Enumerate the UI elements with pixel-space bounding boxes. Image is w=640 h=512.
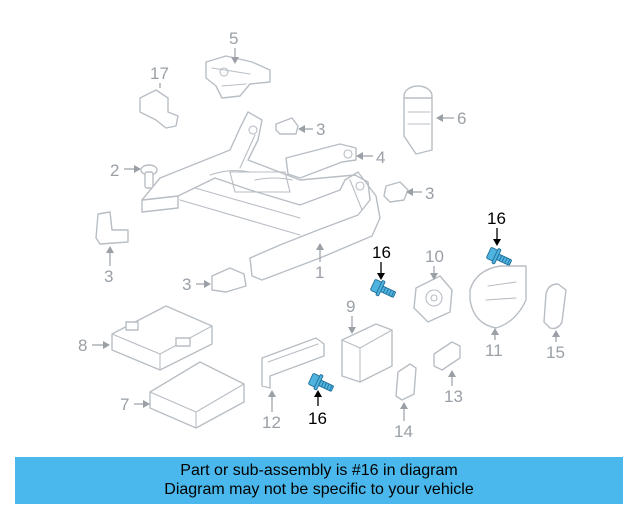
callout-3d: 3 [182, 275, 191, 294]
part-16-bolt-c [306, 370, 337, 397]
part-15-cover [543, 283, 567, 330]
part-3-bracket-left [95, 211, 129, 245]
part-8-control-unit [111, 305, 213, 371]
callout-5: 5 [229, 29, 238, 48]
part-3-bracket-lower [211, 267, 247, 293]
callout-2: 2 [110, 161, 119, 180]
callout-16b: 16 [487, 209, 506, 228]
part-7-module [149, 361, 245, 429]
part-10-switch [413, 275, 453, 323]
callout-12: 12 [262, 413, 281, 432]
part-9-switch-housing [341, 323, 393, 383]
callout-6: 6 [457, 109, 466, 128]
part-14-cap [395, 363, 417, 401]
part-16-bolt-a [368, 276, 399, 303]
part-12-trim [261, 337, 325, 389]
callout-11: 11 [485, 341, 503, 360]
part-5-recliner [205, 55, 271, 99]
banner-line-disclaimer: Diagram may not be specific to your vehi… [164, 481, 474, 498]
part-13-button [433, 341, 461, 371]
banner-line-part: Part or sub-assembly is #16 in diagram [180, 462, 458, 479]
callout-17: 17 [150, 64, 169, 83]
callout-1: 1 [315, 263, 324, 282]
parts-diagram: 1 2 3 3 3 3 4 5 [78, 29, 567, 441]
callout-4: 4 [376, 148, 385, 167]
part-17-sensor [139, 89, 179, 129]
part-1-seat-frame [141, 111, 381, 281]
callout-10: 10 [425, 247, 444, 266]
callout-13: 13 [444, 387, 463, 406]
callout-14: 14 [394, 422, 413, 441]
callout-16a: 16 [372, 243, 391, 262]
callout-7: 7 [120, 395, 129, 414]
callout-15: 15 [546, 343, 565, 362]
callout-3a: 3 [316, 120, 325, 139]
callout-3b: 3 [425, 184, 434, 203]
info-banner: Part or sub-assembly is #16 in diagram D… [15, 457, 623, 504]
part-2-pin [140, 164, 158, 189]
part-3-bracket-right [383, 181, 409, 203]
callout-9: 9 [346, 297, 355, 316]
part-3-bracket-upper [275, 117, 299, 135]
part-11-side-cover [469, 265, 527, 329]
part-4-rod [285, 143, 357, 179]
part-6-motor [403, 85, 433, 155]
callout-3c: 3 [104, 267, 113, 286]
callout-16c: 16 [308, 409, 327, 428]
callout-8: 8 [78, 336, 87, 355]
